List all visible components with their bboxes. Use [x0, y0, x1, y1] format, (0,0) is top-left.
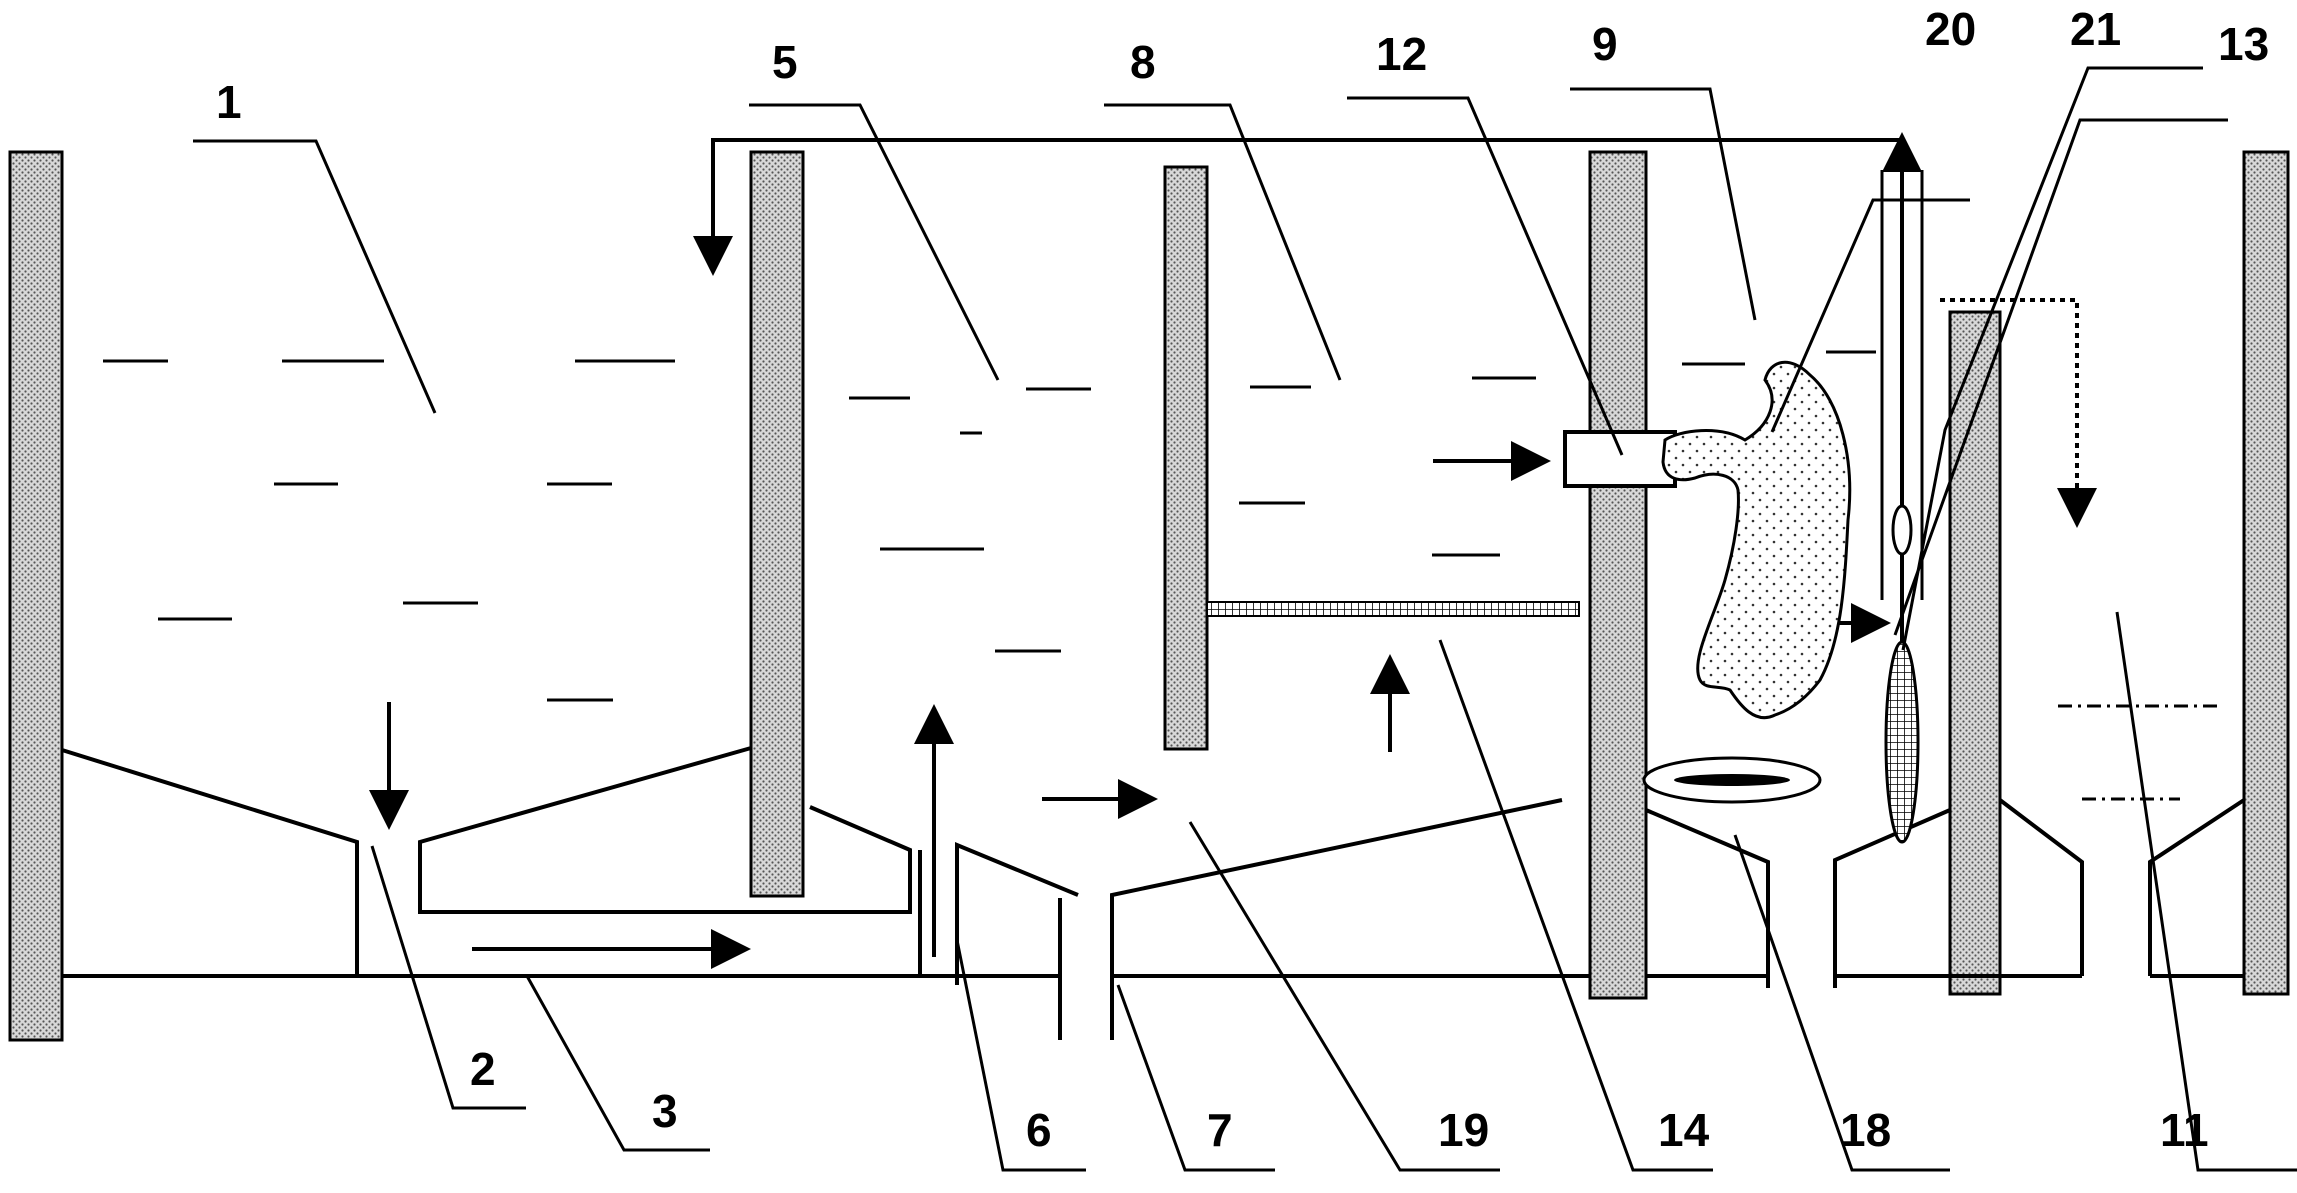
ring-18-inner: [1674, 774, 1790, 786]
hopper2-right: [1110, 798, 1563, 1040]
wall-left: [8, 150, 64, 1042]
label-14: 14: [1658, 1104, 1710, 1156]
label-2: 2: [470, 1043, 496, 1095]
dotted-flow-arrow: [1940, 298, 2097, 528]
hopper11-right: [2148, 798, 2246, 976]
hopper9-left: [1645, 808, 1770, 988]
leader-lines: [193, 66, 2297, 1172]
screen-14: [1206, 601, 1580, 617]
label-5: 5: [772, 36, 798, 88]
hopper9-right: [1833, 808, 1951, 988]
label-6: 6: [1026, 1104, 1052, 1156]
label-21: 21: [2070, 3, 2121, 55]
label-11: 11: [2160, 1104, 2209, 1156]
label-20: 20: [1925, 3, 1976, 55]
hopper1-left: [61, 748, 359, 976]
callout-labels: 1 2 3 5 6 7 8 9 11 12 13 14 18 19 20 21: [216, 3, 2269, 1156]
label-8: 8: [1130, 36, 1156, 88]
label-19: 19: [1438, 1104, 1489, 1156]
hopper2-left: [955, 842, 1079, 985]
wall-tank2-right: [1588, 150, 1648, 1000]
wall-baffle: [1163, 165, 1209, 751]
filter-21-top: [1891, 504, 1913, 556]
label-12: 12: [1376, 28, 1427, 80]
water-level-marks: [103, 350, 1876, 702]
hopper11-left: [1998, 798, 2084, 976]
label-7: 7: [1207, 1104, 1233, 1156]
wall-right: [2242, 150, 2290, 996]
outlet-12: [1563, 430, 1677, 488]
wall-tank11-left: [1948, 310, 2002, 996]
label-1: 1: [216, 76, 242, 128]
label-9: 9: [1592, 18, 1618, 70]
label-18: 18: [1840, 1104, 1891, 1156]
water-level-dashdot: [2058, 704, 2218, 801]
label-3: 3: [652, 1085, 678, 1137]
hopper1-right: [418, 746, 912, 914]
plume-20: [1661, 360, 1852, 720]
filter-21: [1884, 640, 1920, 844]
return-flow-arrow: [693, 138, 1902, 276]
label-13: 13: [2218, 18, 2269, 70]
wall-tank1-right: [749, 150, 805, 898]
